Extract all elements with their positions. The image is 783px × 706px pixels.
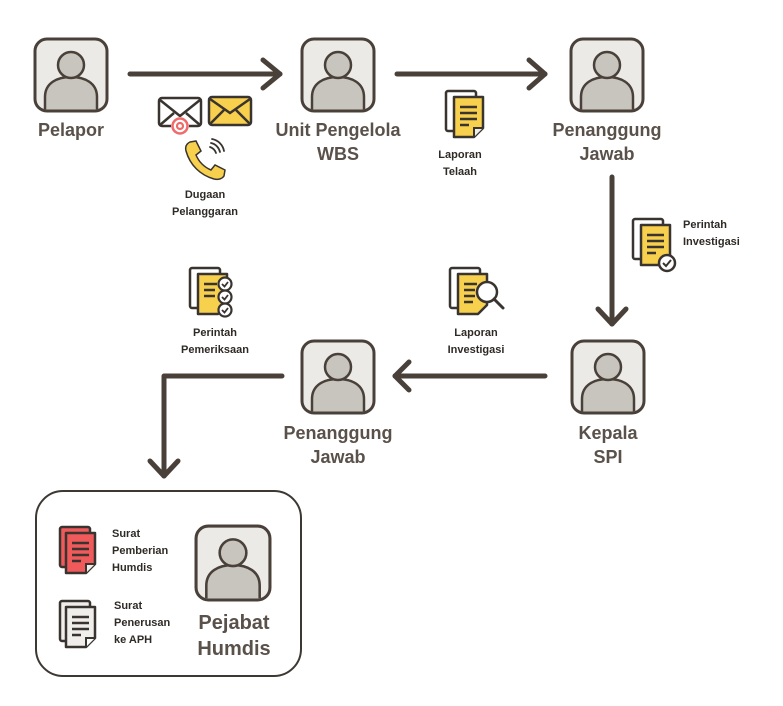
document-icon [443, 88, 489, 142]
node-label-line: Penanggung [552, 120, 662, 140]
node-label-line: Jawab [310, 447, 366, 467]
output-label-surat-penerusan-ke-aph: Surat Penerusan ke APH [114, 598, 194, 649]
person-icon [33, 37, 109, 113]
arrow-pelapor-to-unit [127, 57, 283, 91]
output-label-line: ke APH [114, 634, 153, 646]
node-label-penanggung-jawab-1: Penanggung Jawab [547, 118, 667, 166]
node-label-line: Penanggung [283, 423, 393, 443]
arrow-kepala-spi-to-penanggung-jawab [392, 359, 548, 393]
node-label-penanggung-jawab-2: Penanggung Jawab [278, 421, 398, 469]
edge-label-line: Dugaan [184, 189, 226, 201]
node-label-line: Jawab [579, 144, 635, 164]
node-label-line: Pelapor [37, 120, 105, 140]
pejabat-humdis-group [35, 490, 302, 677]
avatar-pelapor [33, 37, 109, 113]
avatar-kepala-spi [570, 339, 646, 415]
edge-label-perintah-investigasi: Perintah Investigasi [683, 217, 773, 251]
person-icon [300, 37, 376, 113]
person-icon [194, 524, 272, 602]
document-checklist-icon [187, 265, 237, 321]
avatar-penanggung-jawab-2 [300, 339, 376, 415]
node-label-line: Humdis [197, 638, 271, 660]
node-label-line: Pejabat [198, 612, 270, 634]
output-label-line: Pemberian [112, 545, 169, 557]
arrow-unit-to-penanggung-jawab [394, 57, 548, 91]
edge-label-laporan-investigasi: Laporan Investigasi [436, 325, 516, 359]
edge-label-perintah-pemeriksaan: Perintah Pemeriksaan [165, 325, 265, 359]
output-label-line: Surat [114, 600, 143, 612]
person-icon [300, 339, 376, 415]
edge-label-line: Investigasi [447, 344, 505, 356]
node-label-line: Unit Pengelola [275, 120, 401, 140]
avatar-penanggung-jawab-1 [569, 37, 645, 113]
node-label-line: SPI [593, 447, 623, 467]
node-label-line: Kepala [578, 423, 638, 443]
arrow-penanggung-jawab-to-humdis [147, 373, 285, 479]
output-label-line: Surat [112, 528, 141, 540]
phone-icon [182, 138, 228, 184]
node-label-line: WBS [317, 144, 359, 164]
edge-label-line: Telaah [442, 166, 478, 178]
avatar-unit-pengelola-wbs [300, 37, 376, 113]
document-search-icon [447, 265, 507, 321]
output-label-line: Humdis [112, 562, 153, 574]
avatar-pejabat-humdis [194, 524, 272, 602]
edge-label-line: Perintah [192, 327, 237, 339]
node-label-pelapor: Pelapor [20, 118, 122, 142]
document-check-icon [630, 216, 678, 274]
node-label-unit-pengelola-wbs: Unit Pengelola WBS [268, 118, 408, 166]
edge-label-laporan-telaah: Laporan Telaah [420, 147, 500, 181]
person-icon [569, 37, 645, 113]
red-document-icon [57, 524, 101, 578]
output-label-line: Penerusan [114, 617, 171, 629]
email-at-icon [157, 96, 203, 136]
person-icon [570, 339, 646, 415]
node-label-kepala-spi: Kepala SPI [558, 421, 658, 469]
envelope-icon [207, 95, 253, 127]
edge-label-line: Investigasi [683, 236, 740, 248]
arrow-penanggung-jawab-to-kepala-spi [595, 174, 629, 327]
node-label-pejabat-humdis: Pejabat Humdis [180, 610, 288, 662]
edge-label-dugaan-pelanggaran: Dugaan Pelanggaran [155, 187, 255, 221]
edge-label-line: Perintah [683, 219, 728, 231]
edge-label-line: Pemeriksaan [181, 344, 249, 356]
edge-label-line: Pelanggaran [171, 206, 239, 218]
output-label-surat-pemberian-humdis: Surat Pemberian Humdis [112, 526, 192, 577]
edge-label-line: Laporan [438, 149, 482, 161]
white-document-icon [57, 598, 101, 652]
edge-label-line: Laporan [454, 327, 498, 339]
